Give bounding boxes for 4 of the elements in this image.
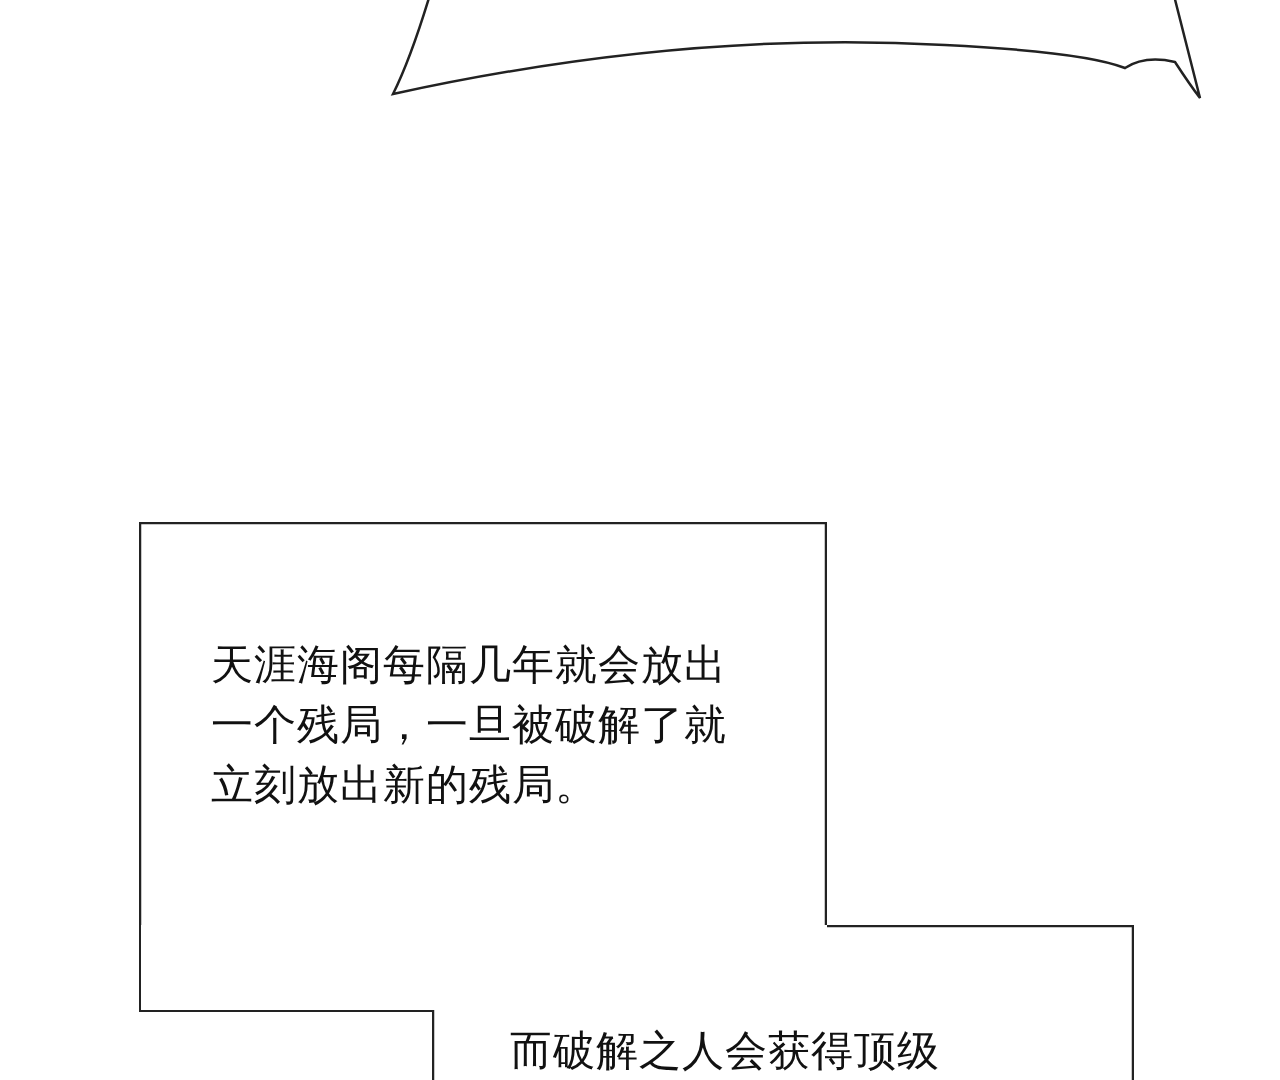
caption-text: 而破解之人会获得顶级 <box>510 1025 941 1077</box>
caption-box <box>432 925 1134 1080</box>
caption-box <box>139 522 827 925</box>
caption-text: 天涯海阁每隔几年就会放出一个残局，一旦被破解了就立刻放出新的残局。 <box>211 639 728 811</box>
